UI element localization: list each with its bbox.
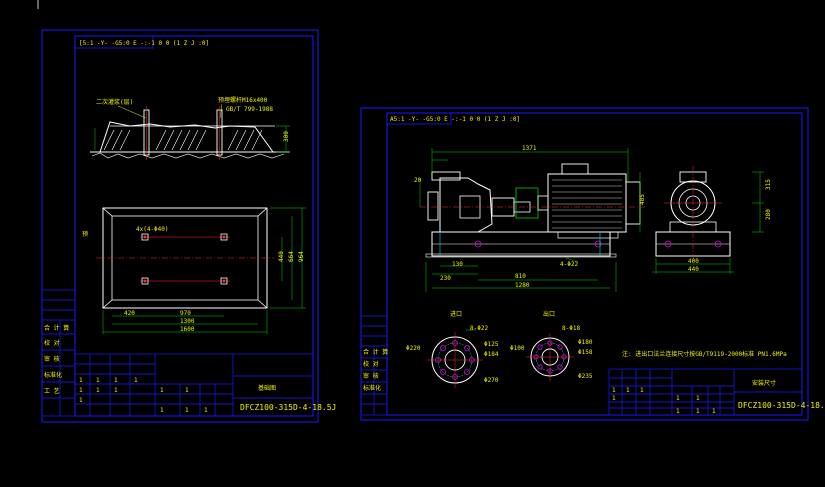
outlet-flange-view [526, 333, 574, 381]
flange-out-d2: Φ100 [510, 345, 525, 352]
title-block-left-marks: 1 1 1 1 1 1 1 1 1 1 1 1 1 [79, 377, 208, 414]
flange-in-d1: Φ220 [406, 345, 421, 352]
flange-out-d1: Φ180 [578, 339, 593, 346]
plan-dim-right-1: 440 [278, 251, 285, 262]
side-dim-bottom-2: 440 [688, 266, 699, 273]
title-block-left [74, 353, 314, 417]
flange-in-d3: Φ184 [484, 351, 499, 358]
drawing-no-left: DFCZ100-315D-4-18.5J [240, 403, 336, 412]
svg-text:1: 1 [134, 377, 138, 384]
left-margin-table [41, 289, 76, 417]
dim-base-bottom-2: 130 [452, 261, 463, 268]
sheet-right[interactable]: A5:1 -Y- -G5:0 E -:-1 0 0 (1 Z J :0] [360, 107, 825, 421]
right-margin-label-2: 审 核 [363, 372, 379, 380]
flange-in-holes: 8-Φ22 [470, 325, 488, 332]
dim-base-bottom-3: 810 [515, 273, 526, 280]
right-margin-label-3: 标准化 [363, 384, 381, 392]
dim-bolt-hole: 4-Φ22 [560, 261, 578, 268]
svg-text:1: 1 [96, 377, 100, 384]
plan-left-label: 预 [82, 230, 88, 238]
flange-out-d3: Φ158 [578, 349, 593, 356]
dim-height-right: 485 [639, 194, 646, 205]
margin-label-0: 合 计 算 [44, 324, 69, 332]
side-dim-mid: 280 [765, 209, 772, 220]
svg-text:1: 1 [114, 387, 118, 394]
callout-grout-leader [117, 105, 147, 119]
dim-left-small: 20 [414, 177, 422, 184]
drawing-no-right: DFCZ100-315D-4-18.5W [738, 401, 825, 410]
section-dim-height: 300 [283, 131, 290, 142]
right-margin-table [360, 315, 388, 416]
svg-text:1: 1 [204, 407, 208, 414]
svg-text:1: 1 [696, 395, 700, 402]
title-block-right-name: 安装尺寸 [752, 379, 776, 387]
sheet-right-header-label: A5:1 -Y- -G5:0 E -:-1 0 0 (1 Z J :0] [390, 116, 520, 123]
svg-text:1: 1 [676, 395, 680, 402]
svg-text:1: 1 [626, 387, 630, 394]
dim-overall-length: 1371 [522, 145, 537, 152]
plan-dim-bottom-3: 1300 [180, 318, 195, 325]
sheet-left-header-label: [5:1 -Y- -G5:0 E -:-1 0 0 (1 Z J :0] [79, 40, 209, 47]
svg-text:1: 1 [712, 408, 716, 415]
svg-text:1: 1 [96, 387, 100, 394]
svg-text:1: 1 [185, 407, 189, 414]
margin-label-2: 审 核 [44, 355, 60, 363]
plan-dim-bottom-4: 1600 [180, 326, 195, 333]
margin-label-1: 校 对 [44, 339, 60, 347]
plan-bolt-label: 4x(4-Φ40) [136, 226, 169, 233]
header-label-box-right [386, 112, 452, 125]
foundation-plan-view [96, 207, 306, 334]
sheet-left[interactable]: [5:1 -Y- -G5:0 E -:-1 0 0 (1 Z J :0] [41, 29, 336, 423]
callout-anchor-bolt: 预埋螺杆M16x400 [218, 96, 268, 104]
margin-label-4: 工 艺 [44, 387, 60, 395]
sheet-right-inner-border [386, 112, 803, 416]
inlet-flange-view [427, 329, 483, 388]
right-margin-label-0: 合 计 算 [363, 348, 388, 356]
dim-base-bottom-4: 1280 [515, 282, 530, 289]
side-dim-bottom-1: 400 [688, 258, 699, 265]
svg-text:1: 1 [79, 397, 83, 404]
plan-dim-right-3: 964 [298, 251, 305, 262]
svg-text:1: 1 [185, 387, 189, 394]
margin-label-3: 标准化 [44, 371, 62, 379]
side-dim-top: 315 [765, 179, 772, 190]
svg-text:1: 1 [612, 387, 616, 394]
title-block-left-name: 基础图 [258, 384, 276, 392]
sheet-left-inner-border [74, 35, 314, 417]
flange-out-holes: 8-Φ18 [562, 325, 580, 332]
flange-in-label: 进口 [450, 310, 462, 318]
flange-in-d2: Φ125 [484, 341, 499, 348]
svg-text:1: 1 [114, 377, 118, 384]
sheet-right-outer-border [360, 107, 809, 421]
plan-dim-bottom-2: 970 [180, 310, 191, 317]
plan-dim-bottom-1: 420 [124, 310, 135, 317]
title-block-right [608, 368, 803, 416]
svg-text:1: 1 [640, 387, 644, 394]
callout-grout: 二次灌浆(层) [96, 98, 133, 106]
svg-text:1: 1 [612, 395, 616, 402]
svg-text:1: 1 [79, 377, 83, 384]
callout-anchor-leader [219, 103, 223, 119]
plan-dim-right-2: 664 [288, 251, 295, 262]
svg-text:1: 1 [696, 408, 700, 415]
flange-out-label: 出口 [543, 310, 555, 318]
callout-anchor-bolt-std: GB/T 799-1988 [226, 106, 273, 113]
header-label-box [74, 35, 154, 49]
svg-text:1: 1 [79, 387, 83, 394]
svg-text:1: 1 [160, 387, 164, 394]
installation-note: 注: 进出口法兰连接尺寸按GB/T9119-2000标准 PN1.6MPa [622, 350, 787, 358]
svg-text:1: 1 [676, 408, 680, 415]
svg-text:1: 1 [160, 407, 164, 414]
pump-assembly-front-view [419, 148, 645, 292]
sheet-left-outer-border [41, 29, 319, 423]
foundation-section-view [90, 106, 290, 160]
flange-out-d4: Φ235 [578, 373, 593, 380]
dim-base-bottom-1: 230 [440, 275, 451, 282]
right-margin-label-1: 校 对 [363, 360, 379, 368]
flange-in-d4: Φ270 [484, 377, 499, 384]
pump-side-view [652, 166, 764, 274]
